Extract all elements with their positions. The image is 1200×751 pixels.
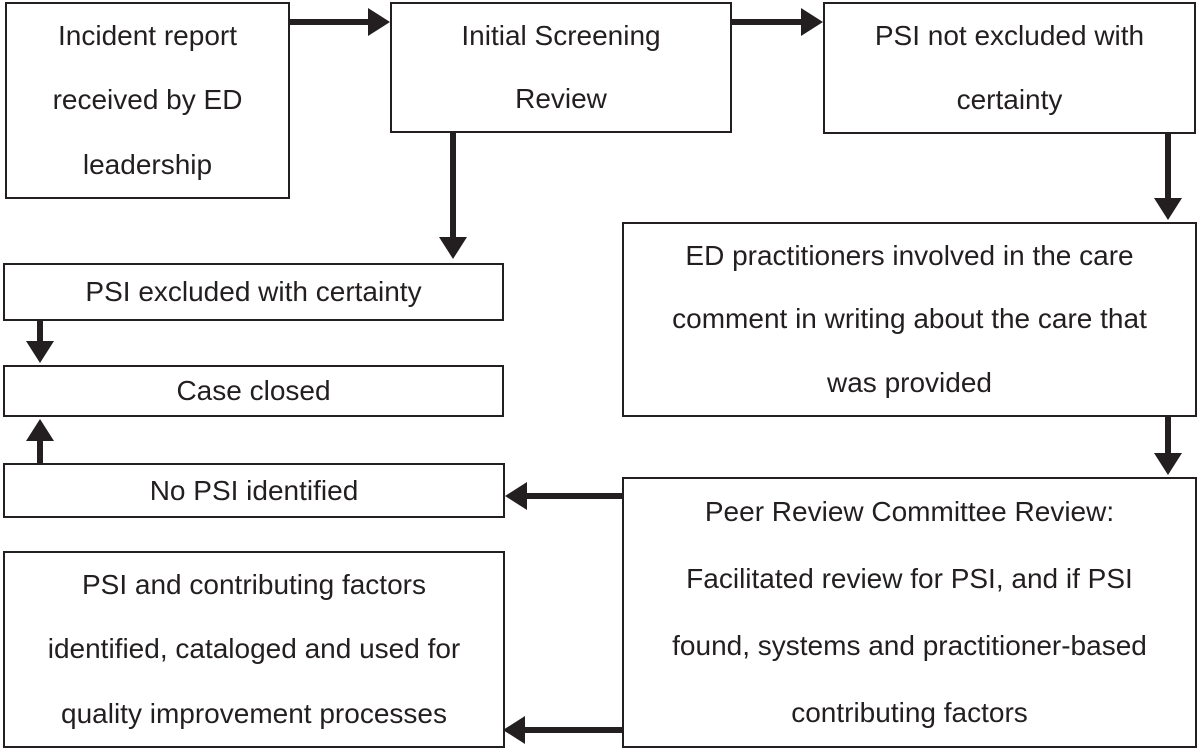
node-text-line: Initial Screening: [461, 19, 661, 51]
node-text-line: contributing factors: [791, 696, 1028, 728]
arrow-screening-to-not-excluded: [732, 8, 823, 36]
node-text-line: PSI not excluded with: [874, 20, 1145, 51]
node-text-line: PSI excluded with certainty: [85, 276, 422, 307]
node-psi-excluded: PSI excluded with certainty: [3, 263, 504, 321]
node-psi-not-excluded: PSI not excluded with certainty: [823, 2, 1196, 134]
arrow-screening-to-excluded: [439, 133, 467, 259]
node-text-line: No PSI identified: [149, 474, 359, 506]
node-incident-report: Incident report received by ED leadershi…: [5, 2, 290, 199]
node-text-line: was provided: [827, 367, 992, 399]
node-peer-review-committee: Peer Review Committee Review: Facilitate…: [622, 477, 1197, 748]
node-case-closed: Case closed: [3, 365, 504, 417]
node-text-line: certainty: [956, 84, 1063, 115]
arrow-not-excluded-to-practitioners: [1154, 134, 1182, 220]
node-ed-practitioners-comment: ED practitioners involved in the care co…: [622, 222, 1197, 417]
node-text-line: ED practitioners involved in the care: [685, 239, 1134, 271]
node-text-line: Review: [515, 83, 607, 115]
arrow-peer-review-to-contributing: [503, 716, 622, 744]
node-text-line: found, systems and practitioner-based: [672, 629, 1147, 661]
node-no-psi-identified: No PSI identified: [3, 463, 505, 518]
node-text-line: Case closed: [176, 375, 331, 406]
arrow-peer-review-to-no-psi: [505, 482, 622, 510]
arrow-practitioners-to-peer-review: [1154, 417, 1182, 475]
node-text-line: comment in writing about the care that: [672, 303, 1147, 335]
arrow-excluded-to-case-closed: [26, 321, 54, 363]
arrow-incident-to-screening: [290, 8, 390, 36]
node-text-line: received by ED: [52, 84, 243, 116]
node-text-line: Facilitated review for PSI, and if PSI: [686, 563, 1133, 595]
node-text-line: leadership: [82, 148, 213, 180]
node-initial-screening-review: Initial Screening Review: [390, 2, 732, 133]
node-text-line: PSI and contributing factors: [82, 569, 426, 601]
node-text-line: Peer Review Committee Review:: [704, 496, 1115, 528]
node-text-line: Incident report: [58, 20, 237, 52]
node-text-line: quality improvement processes: [61, 697, 447, 729]
arrow-no-psi-to-case-closed: [26, 419, 54, 463]
node-psi-contributing-factors: PSI and contributing factors identified,…: [3, 551, 505, 748]
node-text-line: identified, cataloged and used for: [47, 633, 461, 665]
